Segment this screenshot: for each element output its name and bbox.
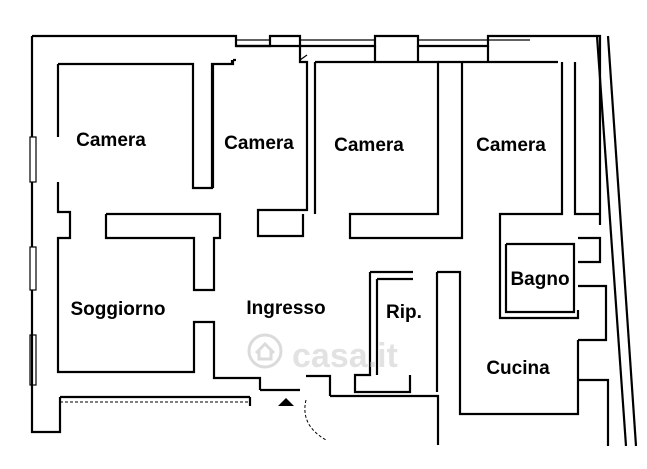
wall-camera-4	[460, 46, 564, 238]
wall-camera-2	[211, 58, 236, 188]
watermark-text: casa.it	[292, 337, 398, 375]
wall-camera-3-left	[313, 46, 462, 214]
wall-bagno-right	[578, 236, 608, 342]
room-label-camera-3: Camera	[334, 135, 404, 156]
room-label-bagno: Bagno	[510, 269, 570, 290]
room-label-soggiorno: Soggiorno	[70, 299, 166, 320]
door-arc-1	[304, 399, 327, 441]
outer-wall-left	[30, 36, 62, 434]
room-label-camera-4: Camera	[476, 135, 546, 156]
room-label-camera-2: Camera	[224, 133, 294, 154]
wall-soggiorno	[56, 268, 262, 390]
wall-top-inner	[236, 44, 309, 238]
room-label-ripostiglio: Rip.	[386, 302, 422, 323]
exterior-line-1	[595, 35, 628, 447]
wall-corridor	[104, 212, 222, 292]
wall-camera-1	[58, 60, 235, 190]
wall-camera-1-left	[56, 64, 72, 268]
room-label-cucina: Cucina	[486, 358, 550, 379]
wall-cucina	[437, 270, 610, 446]
room-label-ingresso: Ingresso	[246, 298, 326, 319]
wall-ripostiglio	[353, 270, 413, 394]
door-swing-1	[299, 54, 308, 61]
wall-camera-4-right	[573, 62, 600, 216]
window-left-1	[29, 136, 37, 183]
room-label-camera-1: Camera	[76, 130, 146, 151]
entrance-marker-icon	[278, 398, 294, 406]
watermark-logo-icon	[247, 333, 283, 369]
window-left-2	[29, 246, 37, 291]
exterior-line-2	[606, 35, 638, 447]
wall-bagno	[498, 238, 580, 320]
wall-bottom-left	[60, 395, 252, 406]
window-left-3	[29, 334, 37, 386]
wall-entry	[260, 374, 440, 445]
